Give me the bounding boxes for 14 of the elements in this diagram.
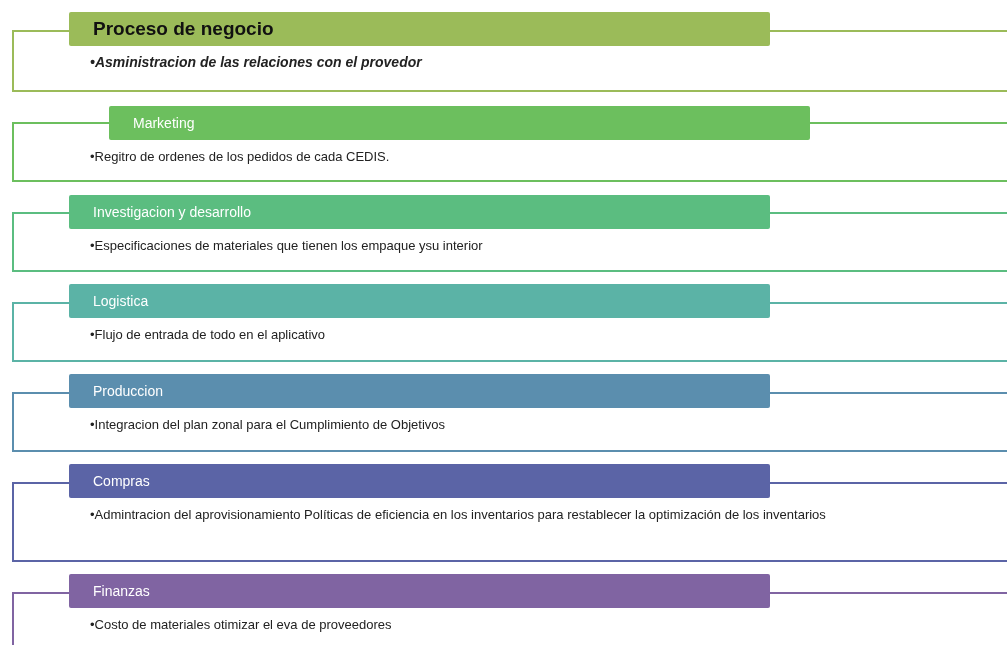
header-tab: Investigacion y desarrollo [69,194,770,229]
bullet-text: •Regitro de ordenes de los pedidos de cada CEDIS. [90,148,391,165]
header-tab: Compras [69,463,770,498]
bullet-text: •Admintracion del aprovisionamiento Políticas de eficiencia en los inventarios para restablecer la optimización de los inventarios [90,506,827,523]
header-tab: Marketing [109,105,810,140]
bullet-text: •Asministracion de las relaciones con el provedor [90,54,424,71]
header-tab: Proceso de negocio [69,11,770,46]
bullet-text: •Integracion del plan zonal para el Cumplimiento de Objetivos [90,416,447,433]
header-tab: Finanzas [69,573,770,608]
header-tab: Logistica [69,283,770,318]
bullet-text: •Especificaciones de materiales que tienen los empaque ysu interior [90,237,484,254]
header-tab: Produccion [69,373,770,408]
bullet-text: •Flujo de entrada de todo en el aplicativo [90,326,327,343]
bullet-text: •Costo de materiales otimizar el eva de proveedores [90,616,393,633]
